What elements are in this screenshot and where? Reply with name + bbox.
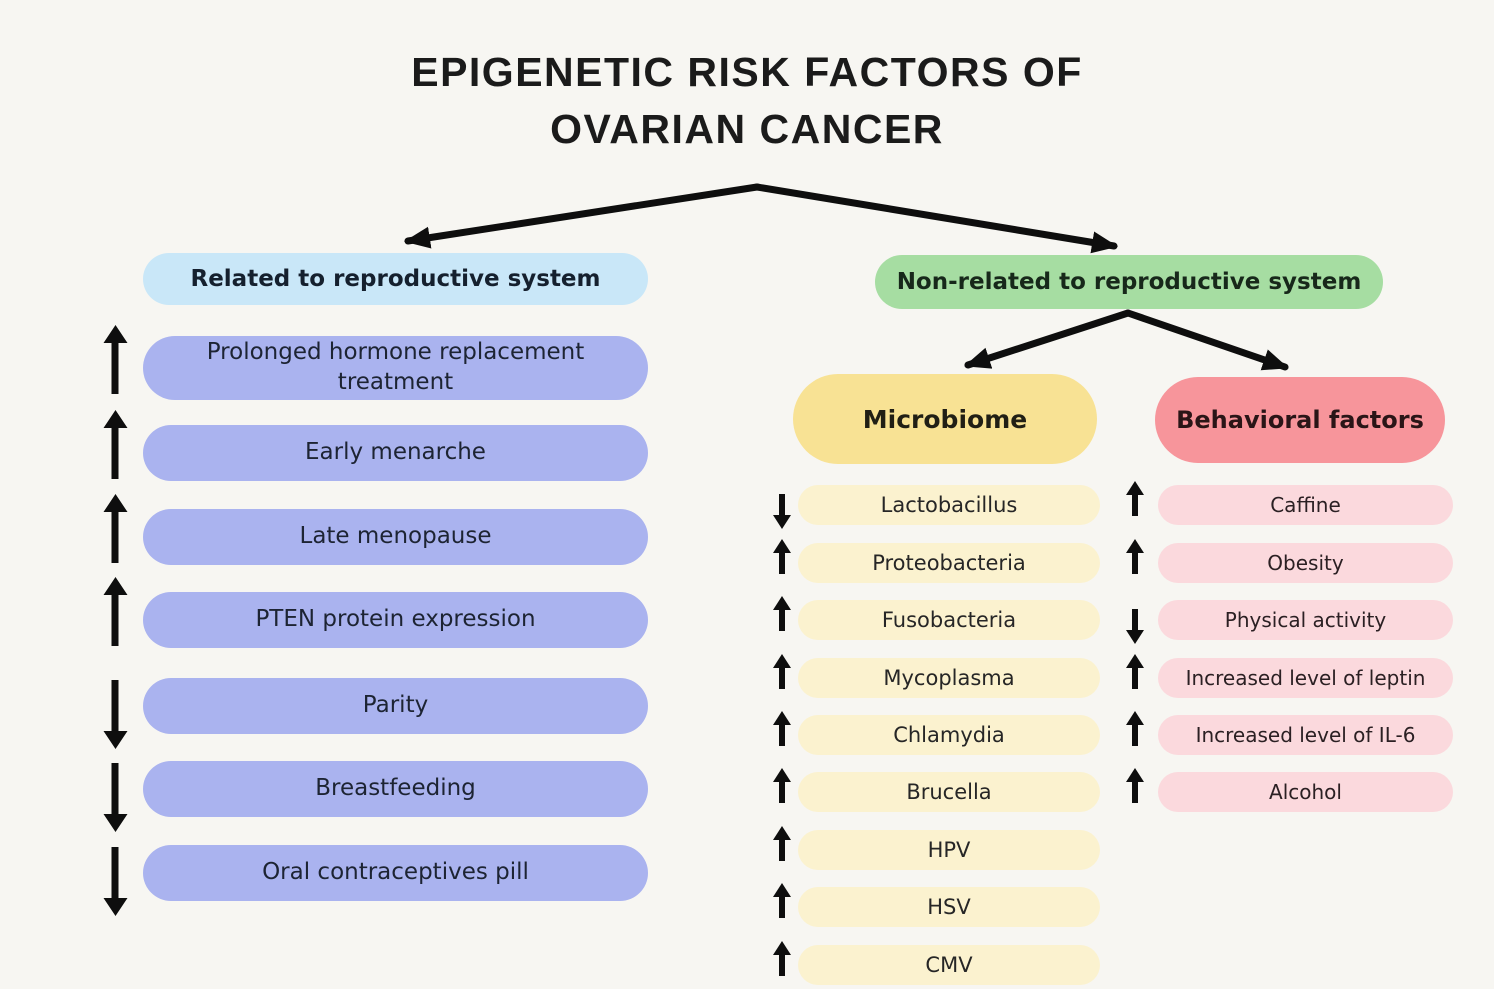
factor-row: Breastfeeding [95, 761, 648, 817]
up-arrow-icon [1132, 781, 1138, 803]
factor-row: Late menopause [95, 509, 648, 565]
up-arrow-icon [779, 839, 785, 861]
down-arrow-icon [111, 763, 119, 815]
diagram-title-line2: OVARIAN CANCER [550, 106, 944, 152]
factor-pill: Early menarche [143, 425, 648, 481]
factor-pill: PTEN protein expression [143, 592, 648, 648]
factor-pill: Breastfeeding [143, 761, 648, 817]
up-arrow-icon [111, 427, 119, 479]
up-arrow-icon [1132, 667, 1138, 689]
factor-row: HSV [755, 887, 1100, 927]
up-arrow-icon [111, 511, 119, 563]
factor-row: Obesity [1120, 543, 1453, 583]
factor-pill: Mycoplasma [798, 658, 1100, 698]
factor-pill: Physical activity [1158, 600, 1453, 640]
factor-pill: Lactobacillus [798, 485, 1100, 525]
factor-pill: Chlamydia [798, 715, 1100, 755]
factor-pill: Parity [143, 678, 648, 734]
factor-pill: Fusobacteria [798, 600, 1100, 640]
factor-pill: Late menopause [143, 509, 648, 565]
factor-row: Physical activity [1120, 600, 1453, 640]
factor-pill: Oral contraceptives pill [143, 845, 648, 901]
factor-row: Lactobacillus [755, 485, 1100, 525]
factor-row: Prolonged hormone replacement treatment [95, 336, 648, 400]
factor-row: HPV [755, 830, 1100, 870]
branch-arrow-icon-to-microbiome [964, 309, 1132, 369]
factor-pill: Obesity [1158, 543, 1453, 583]
factor-row: Oral contraceptives pill [95, 845, 648, 901]
factor-row: Increased level of leptin [1120, 658, 1453, 698]
factor-row: Early menarche [95, 425, 648, 481]
up-arrow-icon [1132, 494, 1138, 516]
factor-pill: Increased level of leptin [1158, 658, 1453, 698]
factor-pill: Increased level of IL-6 [1158, 715, 1453, 755]
diagram-title: EPIGENETIC RISK FACTORS OF OVARIAN CANCE… [0, 44, 1494, 158]
up-arrow-icon [779, 609, 785, 631]
factor-row: PTEN protein expression [95, 592, 648, 648]
factor-pill: CMV [798, 945, 1100, 985]
branch-arrow-icon-to-reproductive [404, 183, 761, 249]
factor-row: Fusobacteria [755, 600, 1100, 640]
down-arrow-icon [111, 680, 119, 732]
factor-row: Mycoplasma [755, 658, 1100, 698]
header-related-reproductive: Related to reproductive system [143, 253, 648, 305]
up-arrow-icon [779, 896, 785, 918]
up-arrow-icon [779, 781, 785, 803]
factor-pill: Alcohol [1158, 772, 1453, 812]
branch-arrow-icon-to-non-reproductive [753, 183, 1118, 254]
factor-pill: HPV [798, 830, 1100, 870]
up-arrow-icon [779, 954, 785, 976]
up-arrow-icon [1132, 724, 1138, 746]
up-arrow-icon [111, 342, 119, 394]
factor-pill: HSV [798, 887, 1100, 927]
factor-row: Caffine [1120, 485, 1453, 525]
factor-pill: Proteobacteria [798, 543, 1100, 583]
header-non-related-reproductive: Non-related to reproductive system [875, 255, 1383, 309]
down-arrow-icon [1132, 609, 1138, 631]
factor-row: Alcohol [1120, 772, 1453, 812]
factor-row: Brucella [755, 772, 1100, 812]
down-arrow-icon [111, 847, 119, 899]
factor-row: Parity [95, 678, 648, 734]
diagram-title-line1: EPIGENETIC RISK FACTORS OF [411, 49, 1083, 95]
factor-pill: Caffine [1158, 485, 1453, 525]
factor-row: Chlamydia [755, 715, 1100, 755]
factor-row: Increased level of IL-6 [1120, 715, 1453, 755]
factor-pill: Brucella [798, 772, 1100, 812]
down-arrow-icon [779, 494, 785, 516]
header-microbiome: Microbiome [793, 374, 1097, 464]
factor-row: Proteobacteria [755, 543, 1100, 583]
factor-row: CMV [755, 945, 1100, 985]
factor-pill: Prolonged hormone replacement treatment [143, 336, 648, 400]
branch-arrow-icon-to-behavioral [1124, 309, 1289, 371]
up-arrow-icon [779, 667, 785, 689]
up-arrow-icon [111, 594, 119, 646]
up-arrow-icon [1132, 552, 1138, 574]
header-behavioral-factors: Behavioral factors [1155, 377, 1445, 463]
up-arrow-icon [779, 724, 785, 746]
up-arrow-icon [779, 552, 785, 574]
